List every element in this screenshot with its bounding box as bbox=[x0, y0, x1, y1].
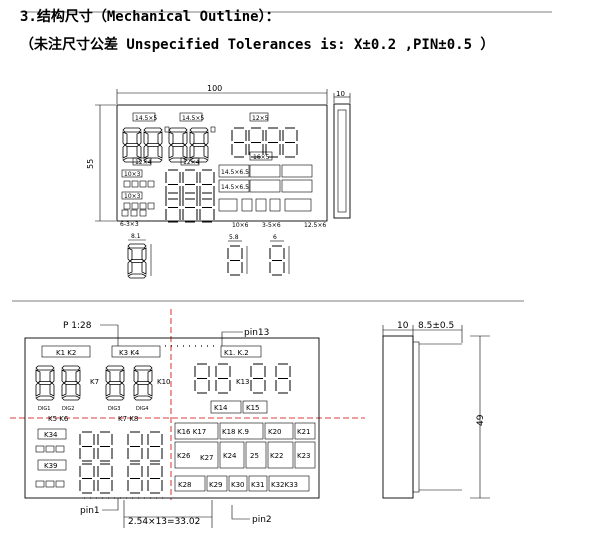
top-front-view: 100 55 14.5×5 14.5×5 12×5 16×5 12×4 12×4… bbox=[86, 84, 328, 229]
top-width-dim: 100 bbox=[207, 84, 222, 93]
key-k21: K21 bbox=[297, 428, 311, 436]
section-title: 3.结构尺寸（Mechanical Outline）： bbox=[20, 9, 280, 25]
key-k18k19: K18 K.9 bbox=[222, 428, 249, 436]
key-k7k8: K7 K8 bbox=[118, 415, 138, 423]
bar-a-label: 14.5×6.5 bbox=[221, 169, 249, 176]
pitch-label: P 1:28 bbox=[63, 321, 92, 331]
key-k32k33: K32K33 bbox=[271, 481, 298, 489]
key-k13: K13 bbox=[236, 378, 250, 386]
key-k16k17: K16 K17 bbox=[177, 428, 206, 436]
callouts: P 1:28 pin13 pin1 pin2 2.54×13=33.02 bbox=[63, 321, 272, 528]
digit-box-d-label: 16×5 bbox=[253, 154, 270, 161]
key-k28: K28 bbox=[178, 481, 192, 489]
pin-length-dim: 8.5±0.5 bbox=[418, 321, 454, 331]
bottom-side-view: 10 8.5±0.5 49 bbox=[382, 321, 490, 499]
bottom-b-label: 10×6 bbox=[232, 222, 249, 229]
bottom-d-label: 12.5×6 bbox=[304, 222, 326, 229]
key-k1k2-right: K1. K.2 bbox=[224, 349, 249, 357]
small-box-c-label: 10×3 bbox=[124, 171, 141, 178]
dig2-label: DIG2 bbox=[62, 406, 74, 412]
pin13-label: pin13 bbox=[244, 328, 269, 338]
key-k14: K14 bbox=[214, 404, 228, 412]
digit-box-b-label: 14.5×5 bbox=[182, 115, 204, 122]
key-k22: K22 bbox=[270, 452, 284, 460]
key-k25: 25 bbox=[250, 452, 259, 460]
bottom-outline bbox=[24, 337, 320, 499]
dig4-label: DIG4 bbox=[136, 406, 148, 412]
small-box-b-label: 12×4 bbox=[183, 159, 200, 166]
dig1-label: DIG1 bbox=[38, 406, 50, 412]
key-k39: K39 bbox=[44, 462, 58, 470]
key-k30: K30 bbox=[231, 481, 245, 489]
digit-details: 8.1 5.8 6 bbox=[127, 233, 290, 279]
depth-dim: 10 bbox=[397, 321, 409, 331]
dig3-label: DIG3 bbox=[108, 406, 120, 412]
tolerance-note: （未注尺寸公差 Unspecified Tolerances is: X±0.2… bbox=[20, 37, 495, 53]
detail-c-dim: 6 bbox=[273, 234, 277, 241]
key-k10: K10 bbox=[157, 378, 171, 386]
top-outline bbox=[116, 104, 328, 222]
key-k3k4: K3 K4 bbox=[119, 349, 140, 357]
key-k7: K7 bbox=[90, 378, 99, 386]
detail-a-dim: 8.1 bbox=[131, 233, 141, 240]
key-k5k6: K5 K6 bbox=[48, 415, 69, 423]
key-k27: K27 bbox=[200, 454, 214, 462]
key-k31: K31 bbox=[251, 481, 265, 489]
detail-b-dim: 5.8 bbox=[229, 234, 239, 241]
top-side-view: 10 bbox=[333, 90, 351, 219]
digit-box-a-label: 14.5×5 bbox=[135, 115, 157, 122]
top-thickness-dim: 10 bbox=[336, 90, 345, 98]
pin2-label: pin2 bbox=[252, 515, 272, 525]
bottom-a-label: 6-3×3 bbox=[120, 221, 139, 228]
digit-box-c-label: 12×5 bbox=[252, 115, 269, 122]
pitch-dim: 2.54×13=33.02 bbox=[128, 517, 200, 527]
key-k20: K20 bbox=[268, 428, 282, 436]
bar-b-label: 14.5×6.5 bbox=[221, 184, 249, 191]
key-k23: K23 bbox=[297, 452, 311, 460]
pin1-label: pin1 bbox=[80, 506, 100, 516]
small-box-d-label: 10×3 bbox=[124, 193, 141, 200]
bottom-height-dim: 49 bbox=[476, 414, 486, 426]
key-k34: K34 bbox=[44, 431, 58, 439]
top-height-dim: 55 bbox=[86, 159, 95, 169]
small-box-a-label: 12×4 bbox=[135, 159, 152, 166]
key-k26: K26 bbox=[177, 452, 191, 460]
key-k15: K15 bbox=[246, 404, 260, 412]
bottom-c-label: 3-5×6 bbox=[262, 222, 281, 229]
bottom-front-view: K1 K2 K3 K4 K1. K.2 K7 K10 DIG1 DIG2 DIG… bbox=[24, 337, 320, 499]
key-k24: K24 bbox=[223, 452, 237, 460]
key-k1k2-left: K1 K2 bbox=[56, 349, 76, 357]
top-digit bbox=[122, 127, 142, 163]
key-k29: K29 bbox=[209, 481, 223, 489]
